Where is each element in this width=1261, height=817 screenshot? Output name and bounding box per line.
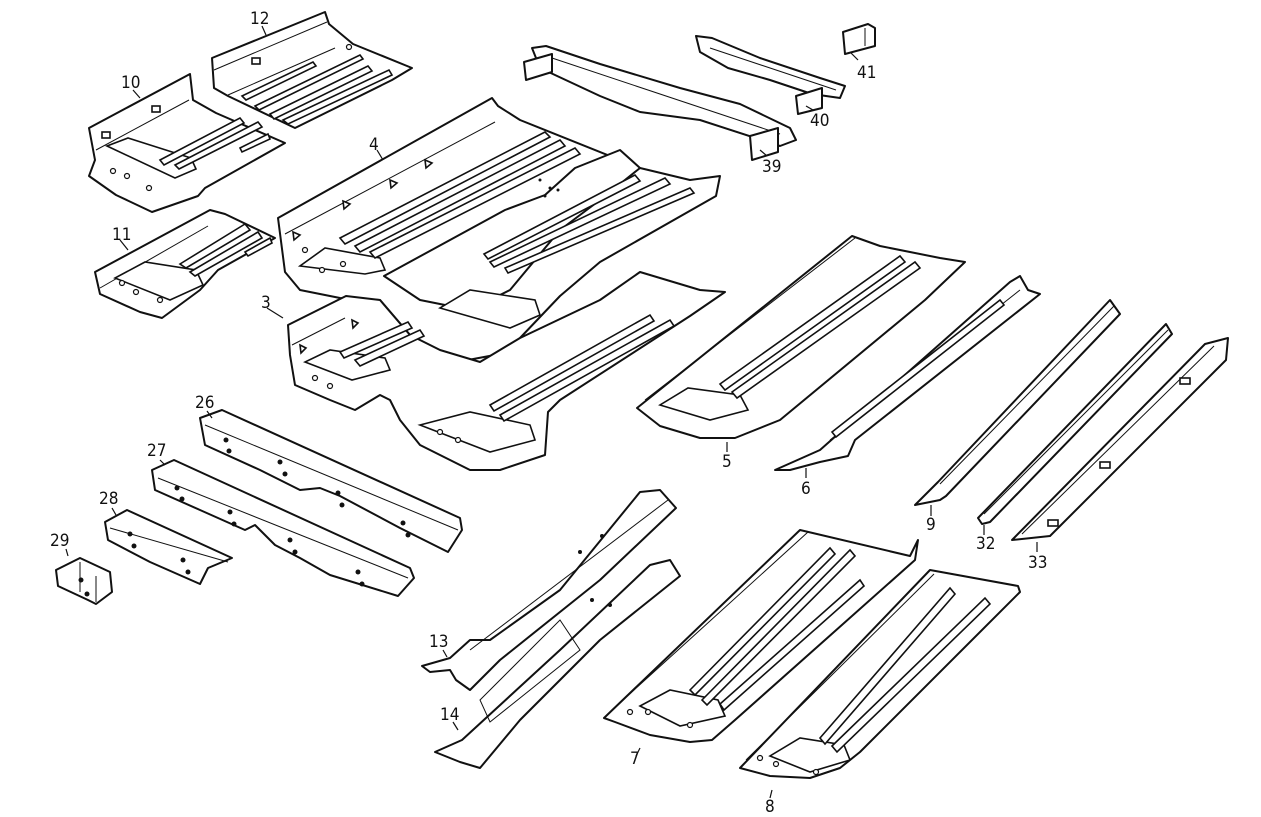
leader-lines bbox=[65, 25, 1038, 799]
callout-11: 11 bbox=[112, 225, 131, 245]
part-8 bbox=[739, 569, 1021, 779]
part-33 bbox=[1011, 337, 1229, 541]
callout-33: 33 bbox=[1028, 553, 1047, 573]
part-6 bbox=[774, 275, 1041, 471]
callout-40: 40 bbox=[810, 111, 829, 131]
callout-9: 9 bbox=[926, 515, 936, 535]
callout-32: 32 bbox=[976, 534, 995, 554]
part-13 bbox=[421, 489, 677, 691]
callout-7: 7 bbox=[630, 749, 640, 769]
part-4 bbox=[277, 97, 721, 361]
callout-39: 39 bbox=[762, 157, 781, 177]
part-32 bbox=[977, 323, 1173, 525]
part-11 bbox=[94, 209, 276, 319]
callout-26: 26 bbox=[195, 393, 214, 413]
callout-6: 6 bbox=[801, 479, 811, 499]
callout-8: 8 bbox=[765, 797, 775, 817]
callout-29: 29 bbox=[50, 531, 69, 551]
callout-14: 14 bbox=[440, 705, 459, 725]
part-26 bbox=[199, 409, 463, 553]
callout-13: 13 bbox=[429, 632, 448, 652]
part-10 bbox=[88, 73, 286, 213]
callout-4: 4 bbox=[369, 135, 379, 155]
part-9 bbox=[914, 299, 1121, 506]
part-41 bbox=[842, 23, 876, 55]
part-28 bbox=[104, 509, 233, 585]
part-5 bbox=[636, 235, 966, 439]
part-7 bbox=[603, 529, 919, 743]
callout-12: 12 bbox=[250, 9, 269, 29]
callout-27: 27 bbox=[147, 441, 166, 461]
callout-41: 41 bbox=[857, 63, 876, 83]
part-3 bbox=[287, 271, 726, 471]
callout-3: 3 bbox=[261, 293, 271, 313]
clip-icon bbox=[251, 57, 261, 65]
part-39 bbox=[523, 45, 797, 161]
part-12 bbox=[211, 11, 413, 129]
callout-10: 10 bbox=[121, 73, 140, 93]
part-14 bbox=[434, 559, 681, 769]
part-40 bbox=[695, 35, 846, 115]
callout-28: 28 bbox=[99, 489, 118, 509]
callouts: 12 10 11 4 3 41 40 39 5 6 9 32 33 26 27 … bbox=[50, 9, 1047, 817]
part-27 bbox=[151, 459, 415, 597]
part-29 bbox=[55, 557, 113, 605]
callout-5: 5 bbox=[722, 452, 732, 472]
